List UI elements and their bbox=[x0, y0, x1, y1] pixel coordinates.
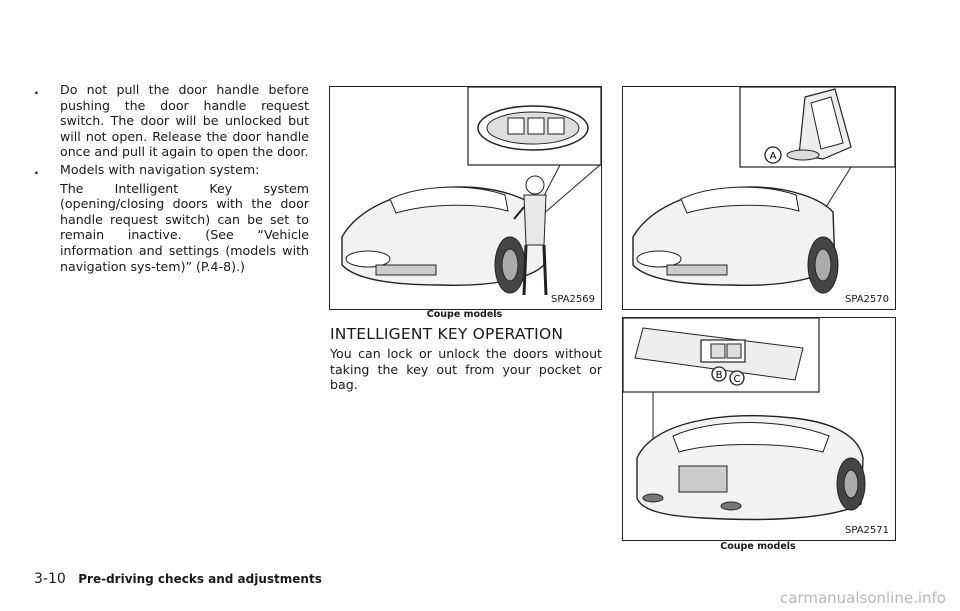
callout-b-label: B bbox=[716, 370, 723, 381]
figure-code: SPA2571 bbox=[844, 525, 889, 536]
figure-spa2571: B C SPA2571 bbox=[622, 317, 896, 541]
bullet-item-navigation: . Models with navigation system: bbox=[34, 162, 309, 178]
bullet-marker: . bbox=[34, 82, 39, 97]
watermark: carmanualsonline.info bbox=[780, 589, 946, 607]
figure-caption: Coupe models bbox=[720, 541, 796, 552]
bullet-marker: . bbox=[34, 161, 39, 177]
callout-c-label: C bbox=[734, 374, 741, 385]
figure-code: SPA2569 bbox=[550, 294, 595, 305]
navigation-note: The Intelligent Key system (opening/clos… bbox=[60, 180, 309, 274]
page-number: 3-10 bbox=[34, 571, 66, 587]
left-column: . Do not pull the door handle before pus… bbox=[34, 82, 309, 274]
figure-spa2569: SPA2569 bbox=[329, 86, 602, 310]
figure-spa2570: A SPA2570 bbox=[622, 86, 896, 310]
bullet-item-door-handle: . Do not pull the door handle before pus… bbox=[34, 82, 309, 160]
callout-a-label: A bbox=[770, 151, 777, 162]
figure-code: SPA2570 bbox=[844, 294, 889, 305]
page-footer: 3-10 Pre-driving checks and adjustments bbox=[34, 571, 322, 587]
door-handle-switch-illustration bbox=[341, 87, 601, 296]
door-handle-closeup-illustration: A bbox=[632, 87, 895, 294]
figure-caption: Coupe models bbox=[426, 309, 503, 320]
section-paragraph: You can lock or unlock the doors without… bbox=[330, 346, 602, 393]
bullet-text: Do not pull the door handle before pushi… bbox=[60, 82, 309, 160]
section-heading: INTELLIGENT KEY OPERATION bbox=[330, 325, 564, 343]
rear-hatch-switch-illustration: B C bbox=[623, 318, 866, 521]
footer-section-title: Pre-driving checks and adjustments bbox=[78, 572, 322, 586]
bullet-text: Models with navigation system: bbox=[60, 161, 260, 177]
